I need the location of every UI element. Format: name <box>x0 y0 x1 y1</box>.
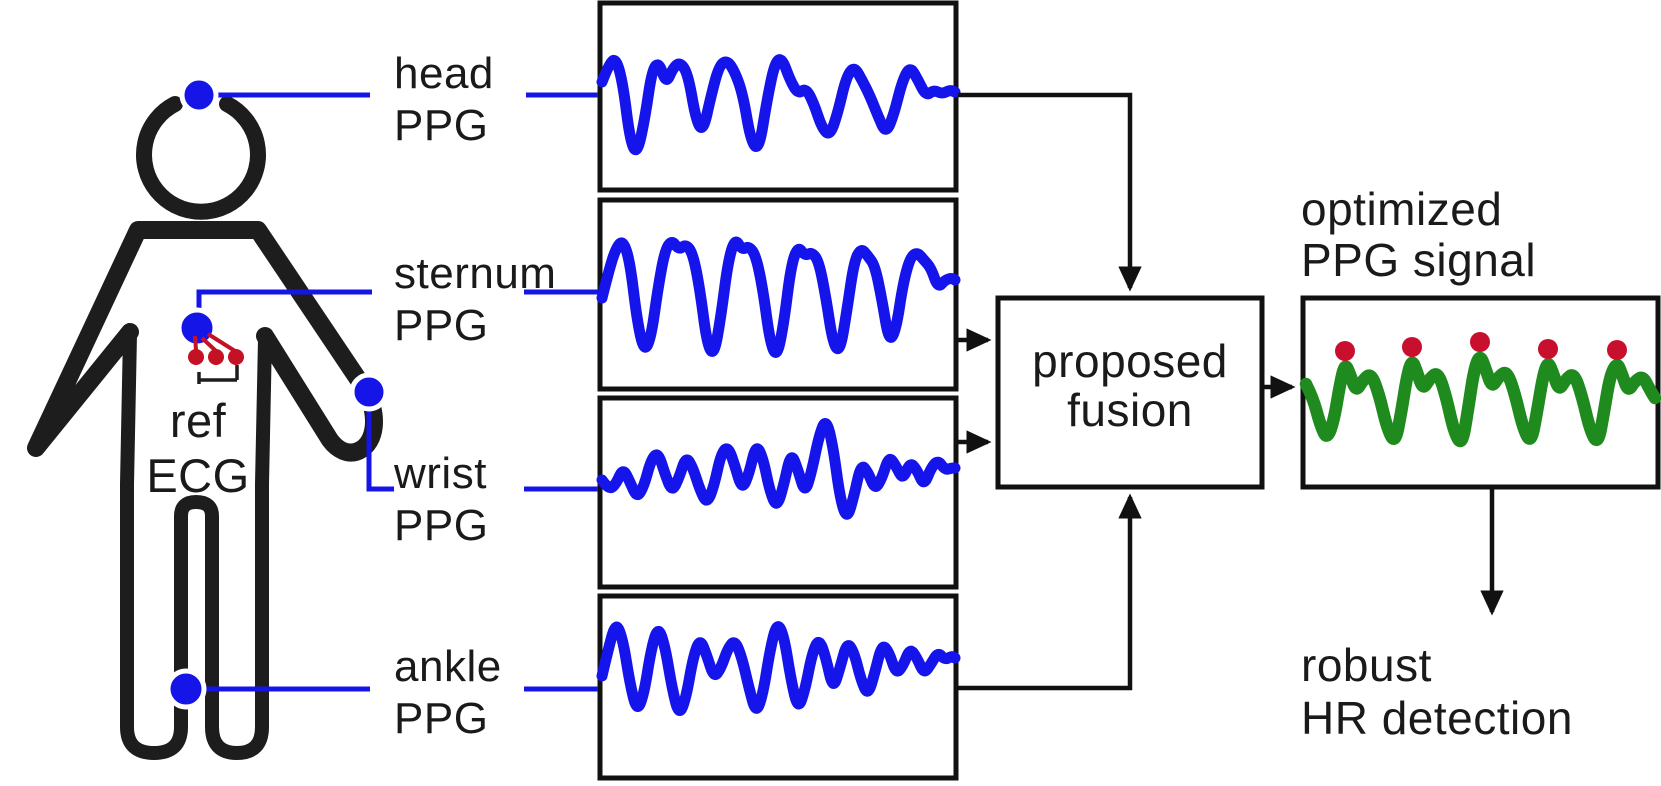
ecg-electrode-dot-1 <box>188 349 204 365</box>
ecg-bracket <box>197 365 239 384</box>
ecg-electrode-dot-2 <box>208 349 224 365</box>
ecg-lead-1 <box>193 335 198 351</box>
waveform-optimized-ppg <box>1299 351 1661 448</box>
optimized-ppg-title: optimized PPG signal <box>1301 183 1537 286</box>
waveform-path <box>596 54 961 156</box>
waveform-sternum-ppg <box>596 236 961 358</box>
body-head-outline <box>136 96 266 220</box>
sensor-dot-ankle <box>165 668 207 710</box>
sensor-dot-head <box>179 75 219 115</box>
peak-marker-dot <box>1607 340 1627 360</box>
ankle-ppg-label: ankle PPG <box>394 642 502 743</box>
peak-marker-dot <box>1402 337 1422 357</box>
ecg-lead-2 <box>200 336 218 353</box>
arrow-ankle-to-fusion <box>958 493 1142 691</box>
robust-hr-result-label: robust HR detection <box>1301 639 1573 744</box>
detected-peak-markers <box>1335 332 1627 361</box>
signal-boxes <box>597 0 1661 781</box>
arrow-head-to-fusion <box>958 92 1142 292</box>
fusion-box <box>995 295 1265 490</box>
waveform-path <box>596 236 961 358</box>
waveform-path <box>596 417 961 520</box>
peak-marker-dot <box>1470 332 1490 352</box>
waveform-path <box>596 621 961 717</box>
ecg-electrodes <box>188 332 244 384</box>
sensor-dot-wrist <box>349 372 389 412</box>
ecg-lead-3 <box>206 332 237 353</box>
connector-sternum-left <box>196 289 372 312</box>
head-ppg-label: head PPG <box>394 49 494 150</box>
ref-ecg-label: ref ECG <box>146 394 250 502</box>
ecg-electrode-dot-3 <box>228 349 244 365</box>
waveform-wrist-ppg <box>596 417 961 520</box>
sensor-connectors <box>192 92 598 692</box>
flow-arrows <box>958 92 1504 691</box>
sternum-ppg-label: sternum PPG <box>394 249 557 350</box>
waveform-head-ppg <box>596 54 961 156</box>
sensor-dots <box>165 75 389 710</box>
waveform-ankle-ppg <box>596 621 961 717</box>
peak-marker-dot <box>1538 339 1558 359</box>
fusion-box-label: proposed fusion <box>1032 335 1228 436</box>
body-legs <box>120 327 272 760</box>
wrist-ppg-label: wrist PPG <box>394 449 489 550</box>
peak-marker-dot <box>1335 341 1355 361</box>
waveform-path <box>1299 351 1661 448</box>
connector-wrist-left <box>366 404 394 492</box>
